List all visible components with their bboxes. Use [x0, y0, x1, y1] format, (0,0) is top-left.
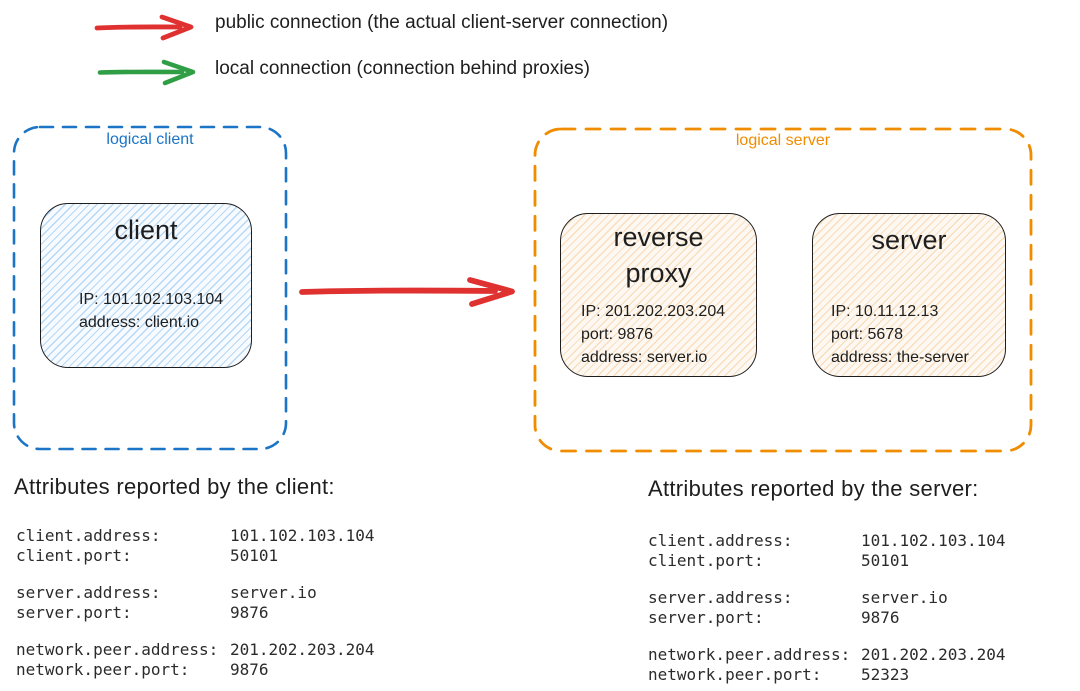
attr-row: server.address: server.io — [16, 583, 375, 603]
attr-row: server.port: 9876 — [16, 603, 375, 623]
server-attr-group-network-peer: network.peer.address: 201.202.203.204 ne… — [648, 645, 1006, 685]
server-attributes-heading: Attributes reported by the server: — [648, 476, 979, 501]
attr-key: server.port: — [648, 608, 764, 627]
logical-server-label: logical server — [735, 132, 831, 149]
reverse-proxy-node: reverse proxy IP: 201.202.203.204 port: … — [560, 213, 757, 377]
attr-value: server.io — [230, 583, 317, 602]
attr-row: server.port: 9876 — [648, 608, 1006, 628]
server-address-line: address: the-server — [831, 349, 969, 366]
attr-key: network.peer.port: — [648, 665, 822, 684]
attr-key: network.peer.port: — [16, 660, 190, 679]
server-node-title: server — [871, 225, 947, 255]
attr-value: server.io — [861, 588, 948, 607]
server-attr-group-server: server.address: server.io server.port: 9… — [648, 588, 1006, 628]
attr-row: client.port: 50101 — [16, 546, 375, 566]
server-ip-line: IP: 10.11.12.13 — [831, 303, 939, 320]
attr-row: client.address: 101.102.103.104 — [16, 526, 375, 546]
reverse-proxy-node-title: reverse proxy — [613, 222, 704, 288]
attr-value: 50101 — [861, 551, 910, 570]
public-connection-legend-label: public connection (the actual client-ser… — [215, 12, 669, 33]
attr-row: network.peer.port: 52323 — [648, 665, 1006, 685]
client-attr-group-network-peer: network.peer.address: 201.202.203.204 ne… — [16, 640, 375, 680]
attr-key: server.address: — [648, 588, 793, 607]
client-node-title: client — [114, 215, 178, 245]
logical-client-boundary — [12, 125, 288, 451]
attr-row: network.peer.address: 201.202.203.204 — [16, 640, 375, 660]
reverse-proxy-address-line: address: server.io — [581, 349, 708, 366]
reverse-proxy-ip-line: IP: 201.202.203.204 — [581, 303, 726, 320]
client-attr-group-server: server.address: server.io server.port: 9… — [16, 583, 375, 623]
attr-value: 9876 — [230, 603, 269, 622]
client-address-line: address: client.io — [79, 314, 200, 331]
client-attributes-panel: client.address: 101.102.103.104 client.p… — [16, 526, 375, 691]
public-connection-arrow — [299, 277, 515, 307]
attr-key: network.peer.address: — [16, 640, 219, 659]
reverse-proxy-port-line: port: 9876 — [581, 326, 654, 343]
logical-server-boundary — [533, 127, 1033, 453]
server-attr-group-client: client.address: 101.102.103.104 client.p… — [648, 531, 1006, 571]
server-node: server IP: 10.11.12.13 port: 5678 addres… — [812, 213, 1006, 377]
public-connection-arrow-icon — [94, 14, 194, 41]
attr-value: 50101 — [230, 546, 279, 565]
attr-key: client.port: — [16, 546, 132, 565]
server-node-details: IP: 10.11.12.13 port: 5678 address: the-… — [831, 300, 969, 369]
server-attributes-panel: client.address: 101.102.103.104 client.p… — [648, 531, 1006, 691]
attr-key: client.port: — [648, 551, 764, 570]
attr-row: network.peer.address: 201.202.203.204 — [648, 645, 1006, 665]
reverse-proxy-node-details: IP: 201.202.203.204 port: 9876 address: … — [581, 300, 725, 369]
attr-key: client.address: — [648, 531, 793, 550]
client-node-details: IP: 101.102.103.104 address: client.io — [79, 288, 223, 334]
attr-value: 101.102.103.104 — [861, 531, 1006, 550]
attr-key: network.peer.address: — [648, 645, 851, 664]
client-attr-group-client: client.address: 101.102.103.104 client.p… — [16, 526, 375, 566]
attr-value: 101.102.103.104 — [230, 526, 375, 545]
logical-client-label: logical client — [106, 131, 194, 148]
attr-value: 201.202.203.204 — [230, 640, 375, 659]
attr-row: network.peer.port: 9876 — [16, 660, 375, 680]
client-attributes-heading: Attributes reported by the client: — [14, 474, 335, 499]
attr-row: server.address: server.io — [648, 588, 1006, 608]
attr-key: server.address: — [16, 583, 161, 602]
attr-value: 9876 — [861, 608, 900, 627]
attr-key: server.port: — [16, 603, 132, 622]
attr-value: 9876 — [230, 660, 269, 679]
local-connection-arrow-icon — [97, 59, 196, 86]
client-node: client IP: 101.102.103.104 address: clie… — [40, 203, 252, 368]
local-connection-legend-label: local connection (connection behind prox… — [215, 58, 590, 79]
attr-row: client.port: 50101 — [648, 551, 1006, 571]
server-port-line: port: 5678 — [831, 326, 904, 343]
attr-value: 201.202.203.204 — [861, 645, 1006, 664]
client-ip-line: IP: 101.102.103.104 — [79, 291, 224, 308]
attr-row: client.address: 101.102.103.104 — [648, 531, 1006, 551]
attr-key: client.address: — [16, 526, 161, 545]
attr-value: 52323 — [861, 665, 910, 684]
